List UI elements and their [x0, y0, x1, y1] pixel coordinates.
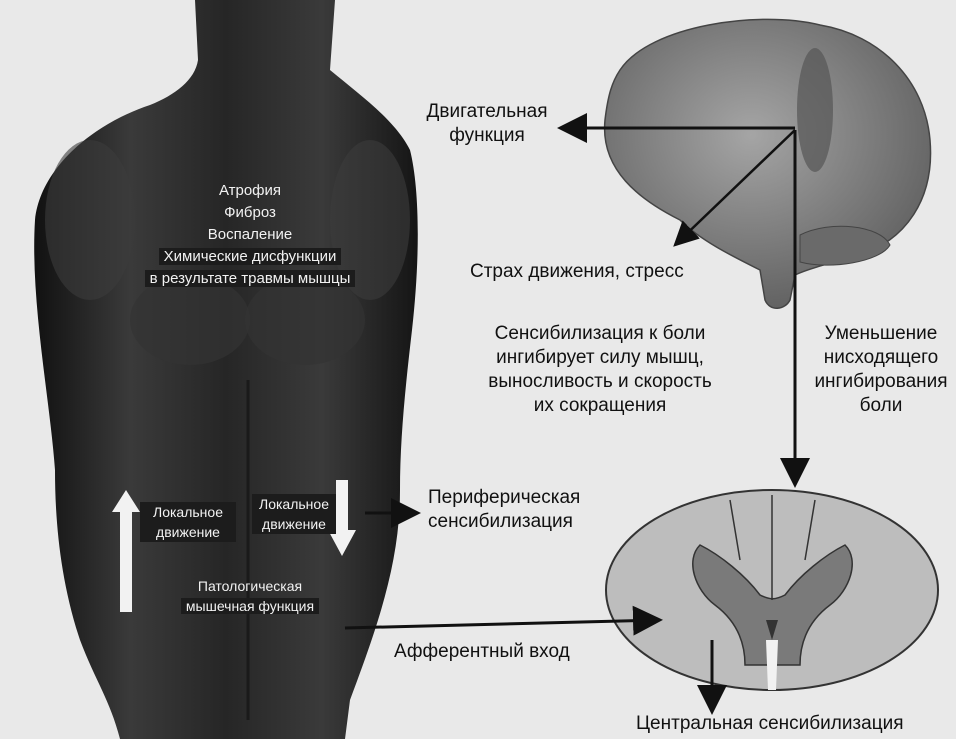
pathological-line2: мышечная функция — [181, 598, 319, 614]
motor-function-line1: Двигательная — [412, 100, 562, 124]
spinal-cord-fissure — [766, 640, 778, 690]
motor-function-line2: функция — [412, 124, 562, 148]
muscle-trauma-label: в результате травмы мышцы — [145, 270, 356, 287]
pain-sensitization-line3: выносливость и скорость — [470, 370, 730, 394]
inflammation-label: Воспаление — [120, 224, 380, 246]
pathological-line1: Патологическая — [150, 576, 350, 596]
pain-sensitization-line1: Сенсибилизация к боли — [470, 322, 730, 346]
peripheral-sensitization-label: Периферическая сенсибилизация — [428, 486, 580, 534]
peripheral-sensitization-line2: сенсибилизация — [428, 510, 580, 534]
local-movement-right: Локальное движение — [252, 494, 336, 534]
local-movement-left: Локальное движение — [140, 502, 236, 542]
chemical-dysfunction-label: Химические дисфункции — [159, 248, 342, 265]
fear-stress-label: Страх движения, стресс — [470, 260, 684, 284]
central-sensitization-label: Центральная сенсибилизация — [636, 712, 904, 736]
atrophy-label: Атрофия — [120, 180, 380, 202]
local-movement-left-line1: Локальное — [140, 502, 236, 522]
local-movement-left-line2: движение — [140, 522, 236, 542]
muscle-changes-text: Атрофия Фиброз Воспаление Химические дис… — [120, 180, 380, 290]
descending-inhibition-line4: боли — [806, 394, 956, 418]
afferent-input-label: Афферентный вход — [394, 640, 570, 664]
motor-function-label: Двигательная функция — [412, 100, 562, 148]
descending-inhibition-label: Уменьшение нисходящего ингибирования бол… — [806, 322, 956, 418]
brain-section-highlight — [797, 48, 833, 172]
descending-inhibition-line2: нисходящего — [806, 346, 956, 370]
pain-sensitization-line2: ингибирует силу мышц, — [470, 346, 730, 370]
local-movement-right-line2: движение — [252, 514, 336, 534]
pain-sensitization-label: Сенсибилизация к боли ингибирует силу мы… — [470, 322, 730, 418]
pain-sensitization-line4: их сокращения — [470, 394, 730, 418]
descending-inhibition-line1: Уменьшение — [806, 322, 956, 346]
descending-inhibition-line3: ингибирования — [806, 370, 956, 394]
local-movement-right-line1: Локальное — [252, 494, 336, 514]
pathological-muscle-function: Патологическая мышечная функция — [150, 576, 350, 616]
peripheral-sensitization-line1: Периферическая — [428, 486, 580, 510]
fibrosis-label: Фиброз — [120, 202, 380, 224]
